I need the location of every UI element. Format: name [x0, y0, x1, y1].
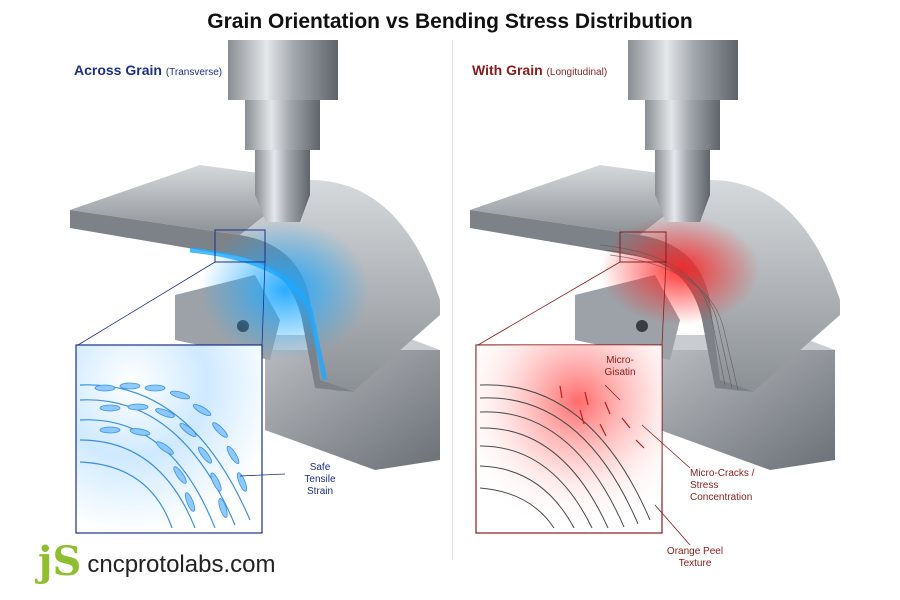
callout-line: Orange Peel: [666, 546, 724, 557]
right-bend-assembly: [470, 40, 840, 470]
panel-divider: [452, 40, 453, 560]
left-bend-assembly: [70, 40, 440, 470]
right-punch-tip: [655, 195, 710, 222]
left-punch-tip: [255, 195, 310, 222]
callout-line: Micro-Cracks /: [690, 468, 755, 479]
right-crack-lines: [599, 244, 739, 391]
orange-peel-callout: Orange Peel Texture: [660, 546, 730, 570]
brand-logo[interactable]: jS cncprotolabs.com: [38, 538, 276, 585]
callout-line: Gisatin: [604, 367, 636, 378]
left-grain-pattern: [79, 382, 251, 529]
right-panel-heading: With Grain (Longitudinal): [472, 62, 607, 78]
right-subheading-text: (Longitudinal): [546, 67, 608, 78]
callout-line: Stress: [690, 480, 719, 491]
right-punch-upper: [628, 40, 738, 100]
right-inset: [475, 344, 691, 546]
left-punch-upper: [228, 40, 338, 100]
micro-cracks-callout: Micro-Cracks / Stress Concentration: [690, 468, 780, 504]
left-stress-glow: [200, 220, 370, 360]
callout-line: Concentration: [690, 492, 753, 503]
left-plate-top: [70, 165, 310, 235]
left-panel-heading: Across Grain (Transverse): [74, 62, 222, 78]
logo-mark: jS: [38, 538, 82, 585]
callout-line: Safe: [309, 462, 331, 473]
left-base-block: [265, 350, 440, 470]
callout-line: Strain: [306, 486, 334, 497]
page-title: Grain Orientation vs Bending Stress Dist…: [207, 10, 693, 33]
right-grain-pattern: [479, 384, 651, 529]
right-bolt-hole: [636, 320, 648, 332]
callout-line: Tensile: [304, 474, 336, 485]
logo-text: cncprotolabs.com: [87, 551, 276, 578]
right-plate-top: [470, 165, 710, 235]
right-base-block: [660, 350, 835, 470]
right-heading-text: With Grain: [472, 62, 543, 78]
left-inset: [75, 344, 286, 534]
safe-strain-callout: Safe Tensile Strain: [290, 462, 350, 498]
right-plate-bend: [470, 180, 840, 392]
callout-line: Micro-: [606, 355, 634, 366]
left-plate-bend: [70, 180, 440, 392]
left-subheading-text: (Transverse): [165, 67, 223, 78]
micro-gisatin-callout: Micro- Gisatin: [595, 355, 645, 379]
right-microcracks: [559, 385, 645, 449]
left-heading-text: Across Grain: [74, 62, 162, 78]
callout-line: Texture: [678, 558, 712, 569]
